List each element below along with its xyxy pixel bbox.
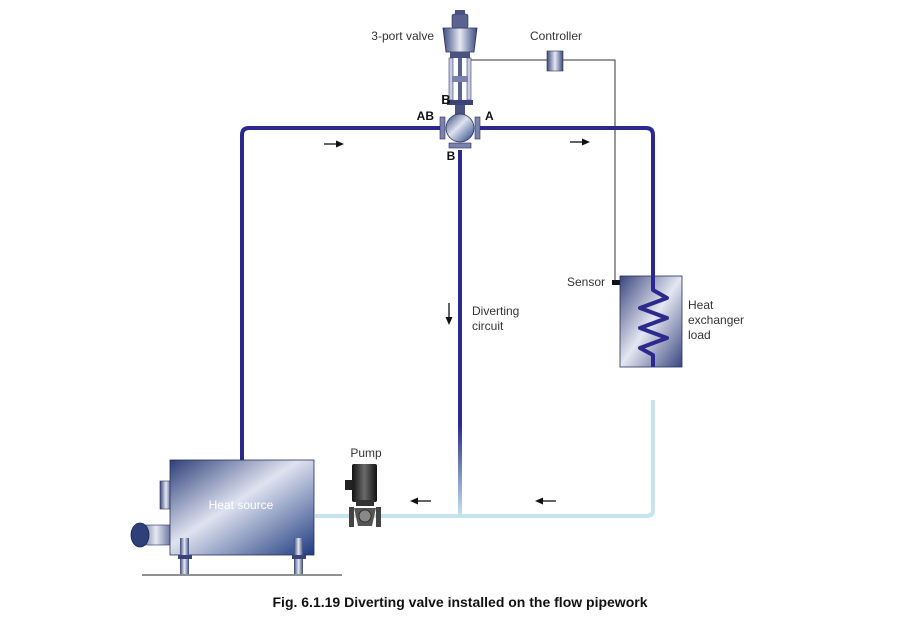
sensor-label: Sensor [567, 275, 605, 289]
flow-arrow-icon [324, 138, 590, 505]
valve-label: 3-port valve [371, 29, 434, 43]
flow-pipe-to-load [478, 126, 655, 290]
port-b-top-label: B [441, 92, 450, 107]
port-b-bottom-label: B [447, 149, 456, 163]
controller-label: Controller [530, 29, 582, 43]
port-a-label: A [485, 109, 494, 123]
flow-arrow-diverting [445, 303, 453, 325]
heat-source-label: Heat source [209, 498, 274, 512]
figure-caption: Fig. 6.1.19 Diverting valve installed on… [273, 594, 648, 610]
flow-arrow-to-load [570, 138, 590, 146]
heat-exchanger-coil [638, 276, 669, 367]
diverting-label-line2: circuit [472, 319, 504, 333]
pump-label: Pump [350, 446, 382, 460]
flow-arrow-return-2 [410, 497, 431, 505]
flow-arrow-return-1 [535, 497, 556, 505]
hx-label-line1: Heat [688, 298, 714, 312]
diverting-label-line1: Diverting [472, 304, 519, 318]
heat-source-unit [130, 459, 342, 576]
diverting-circuit-pipe [458, 150, 462, 516]
hx-label-line3: load [688, 328, 711, 342]
signal-line-valve-controller [471, 59, 625, 283]
controller-box [546, 50, 564, 72]
valve-icon [439, 10, 481, 149]
flow-pipe-supply [240, 126, 443, 462]
flow-arrow-supply [324, 140, 344, 148]
return-pipe [315, 400, 655, 518]
port-ab-label: AB [417, 109, 435, 123]
pump-icon [345, 464, 381, 527]
sensor-probe [612, 280, 624, 285]
hx-label-line2: exchanger [688, 313, 744, 327]
